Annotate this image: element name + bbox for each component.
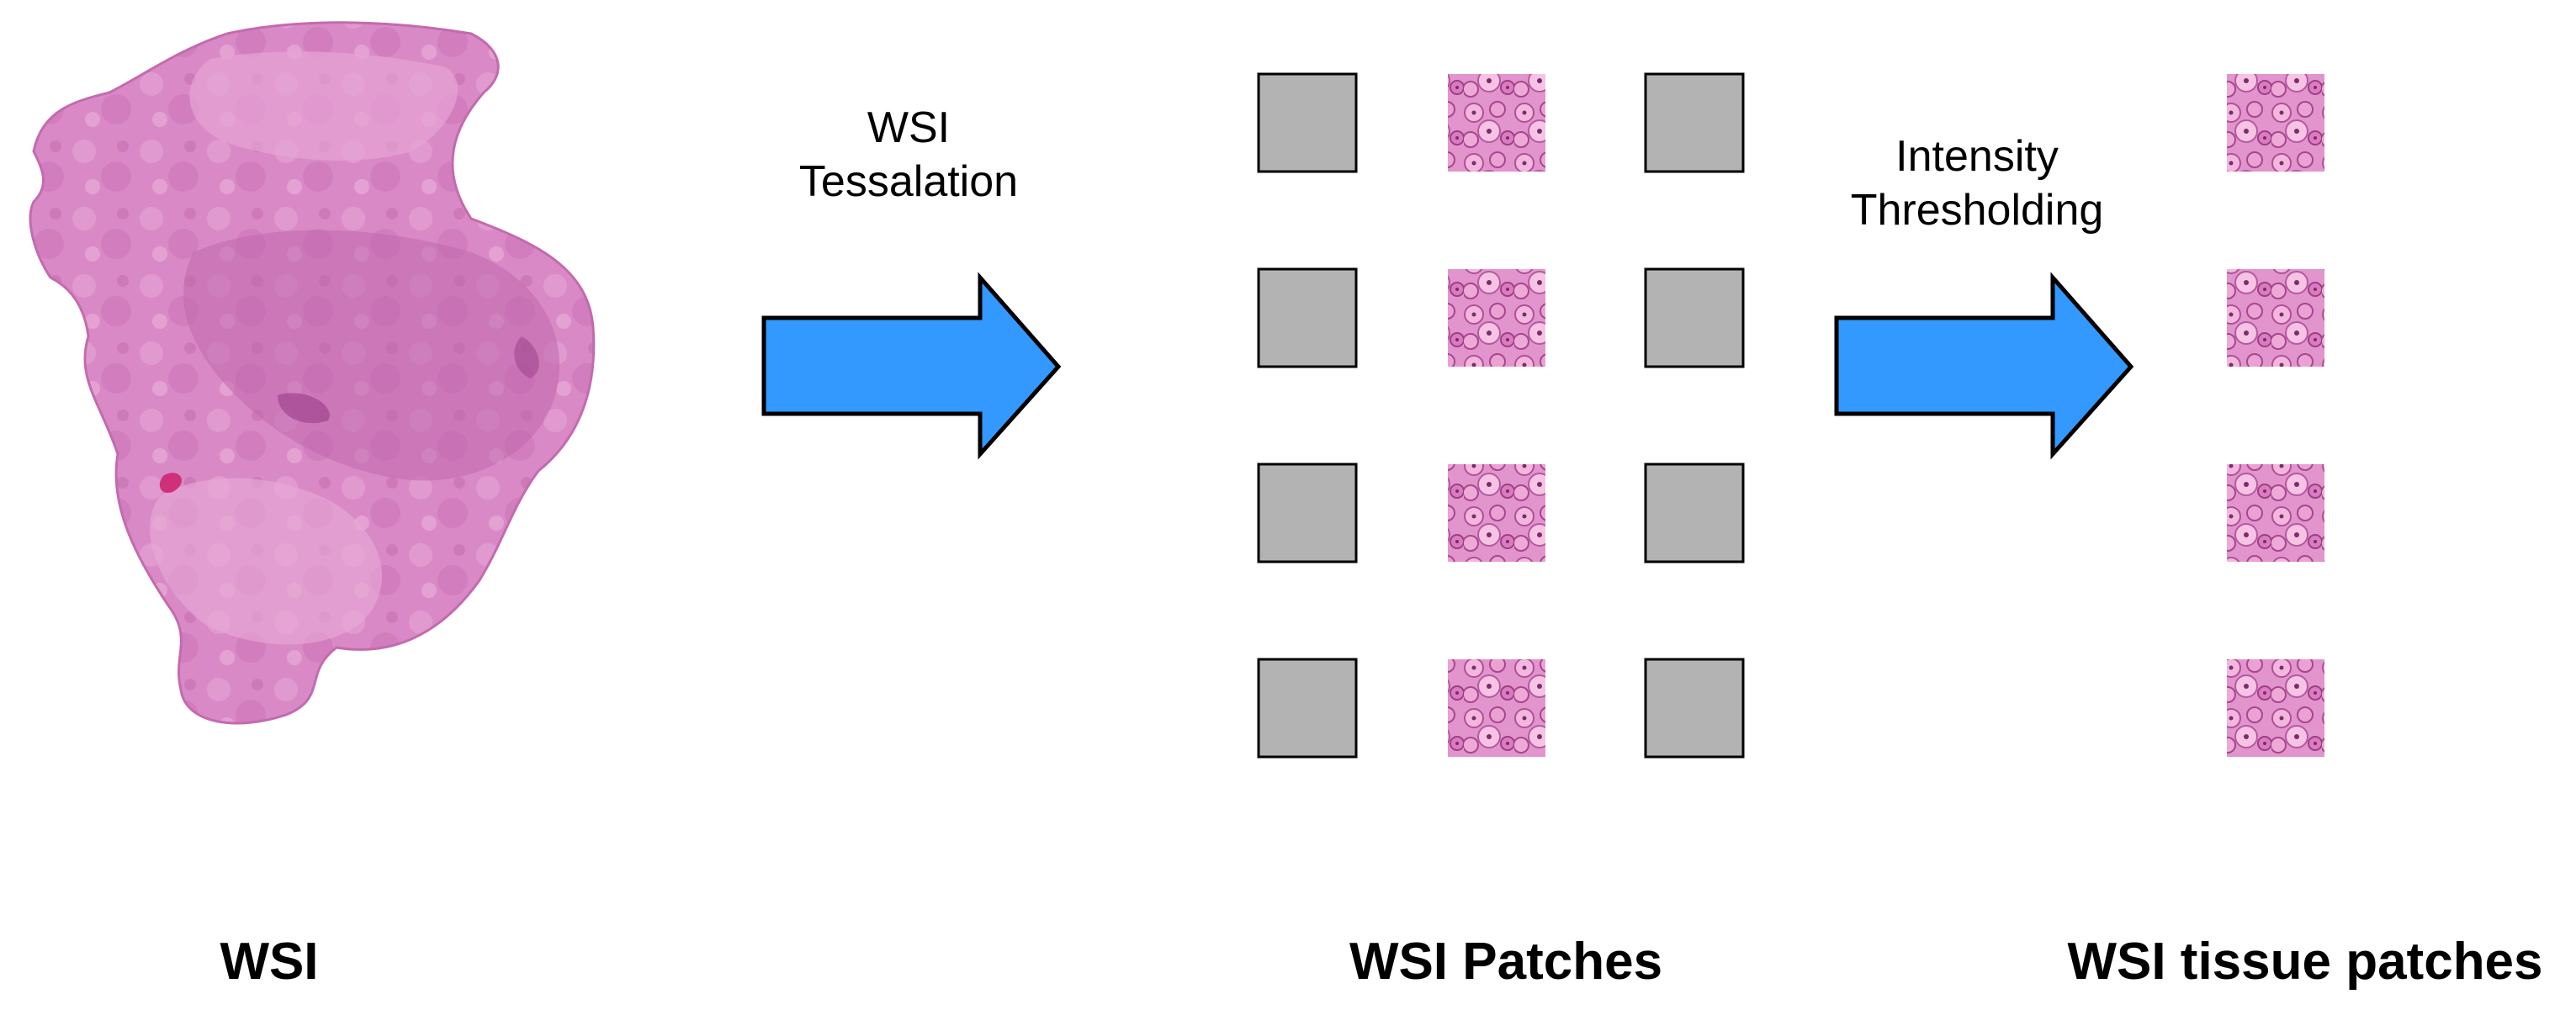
- background-patch-r1-c3: [1644, 72, 1745, 173]
- selected-tissue-patch-1: [2227, 74, 2324, 172]
- tessellation-label-line1: WSI: [867, 103, 951, 152]
- tessellation-arrow: [761, 272, 1062, 460]
- slide-vessel-2: [278, 393, 330, 424]
- tissue-patch-r4-c2: [1448, 659, 1545, 757]
- tissue-patch-column: [2227, 74, 2324, 757]
- thresholding-label-line2: Thresholding: [1850, 186, 2104, 235]
- selected-tissue-patch-4: [2227, 659, 2324, 757]
- background-patch-r3-c3: [1644, 463, 1745, 563]
- slide-dark-region: [183, 230, 560, 481]
- slide-lower-lobe: [150, 478, 382, 645]
- tessellation-label-line2: Tessalation: [798, 157, 1019, 206]
- slide-scatter: [514, 336, 539, 378]
- background-patch-r1-c1: [1257, 72, 1358, 173]
- tissue-patches-title: WSI tissue patches: [2067, 933, 2543, 991]
- thresholding-arrow: [1834, 272, 2134, 460]
- slide-upper-fold: [189, 51, 458, 161]
- selected-tissue-patch-3: [2227, 464, 2324, 562]
- wsi-title: WSI: [220, 933, 319, 991]
- slide-vessel: [159, 473, 182, 493]
- selected-tissue-patch-2: [2227, 269, 2324, 367]
- tissue-patch-r1-c2: [1448, 74, 1545, 172]
- whole-slide-image: [29, 21, 596, 725]
- tessellation-label: WSI Tessalation: [774, 101, 1043, 209]
- background-patch-r4-c1: [1257, 658, 1358, 759]
- tissue-patch-r3-c2: [1448, 464, 1545, 562]
- background-patch-r2-c3: [1644, 267, 1745, 368]
- background-patch-r4-c3: [1644, 658, 1745, 759]
- background-patch-r3-c1: [1257, 463, 1358, 563]
- tissue-patch-r2-c2: [1448, 269, 1545, 367]
- thresholding-label: Intensity Thresholding: [1809, 130, 2145, 237]
- patches-title: WSI Patches: [1349, 933, 1663, 991]
- background-patch-r2-c1: [1257, 267, 1358, 368]
- patch-grid: [1257, 72, 1745, 759]
- thresholding-label-line1: Intensity: [1895, 132, 2059, 181]
